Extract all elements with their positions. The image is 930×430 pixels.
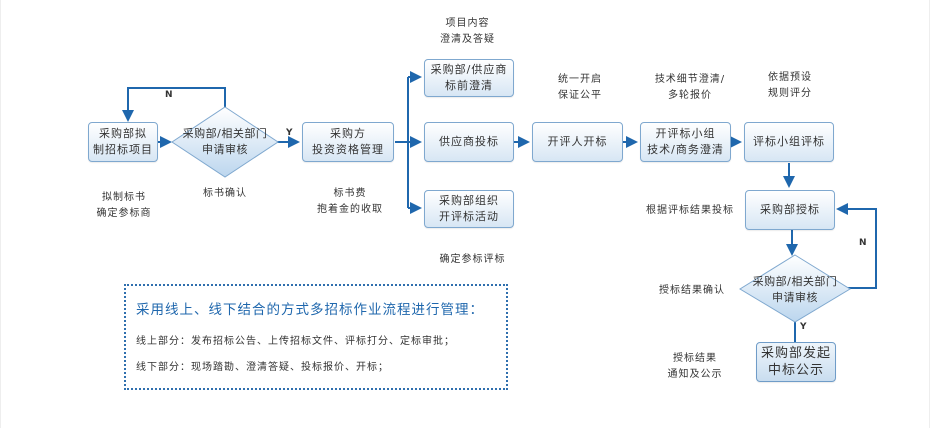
connector-review2-no	[836, 203, 877, 289]
note-box: 采用线上、线下结合的方式多招标作业流程进行管理： 线上部分：发布招标公告、上传招…	[124, 284, 508, 390]
caption-qualify: 标书费抱着金的收取	[317, 188, 383, 215]
step-group-evaluation[interactable]: 评标小组评标	[744, 122, 834, 162]
branch-label-yes: Y	[286, 128, 293, 138]
step-draft-project[interactable]: 采购部拟制招标项目	[88, 122, 158, 162]
caption-review1: 标书确认	[203, 188, 247, 199]
caption-organize: 确定参标评标	[439, 254, 506, 265]
step-label: 开评人开标	[547, 135, 608, 148]
note-online: 线上部分：发布招标公告、上传招标文件、评标打分、定标审批；	[136, 336, 455, 347]
caption-award: 根据评标结果投标	[646, 205, 734, 216]
step-award[interactable]: 采购部授标	[745, 190, 835, 230]
branch-label-yes: Y	[800, 322, 807, 332]
caption-group: 技术细节澄清/多轮报价	[654, 74, 726, 101]
step-organize-evaluation[interactable]: 采购部组织开评标活动	[424, 190, 514, 228]
decision-review2-text: 采购部/相关部门申请审核	[752, 275, 838, 304]
step-qualification-management[interactable]: 采购方投资资格管理	[302, 122, 394, 162]
step-label: 开评标小组	[655, 127, 716, 140]
step-label: 采购部发起	[760, 346, 831, 361]
branch-label-no: N	[859, 238, 867, 248]
decision-diamond-review1	[171, 106, 279, 178]
caption-open: 统一开启保证公平	[558, 74, 602, 101]
note-title: 采用线上、线下结合的方式多招标作业流程进行管理：	[136, 302, 484, 318]
branch-label-no: N	[165, 90, 173, 100]
step-label: 投资资格管理	[312, 143, 384, 156]
step-label: 采购部拟	[99, 127, 147, 140]
step-label: 采购部组织	[439, 194, 499, 207]
caption-clarify: 项目内容澄清及答疑	[440, 18, 495, 45]
step-label: 制招标项目	[93, 143, 153, 156]
step-label: 标前澄清	[445, 79, 493, 92]
step-label: 开评标活动	[439, 210, 499, 223]
connector-review1-no	[122, 87, 226, 122]
caption-evaluate: 依据预设规则评分	[768, 72, 812, 99]
step-label: 供应商投标	[439, 135, 499, 148]
note-offline: 线下部分：现场踏勘、澄清答疑、投标报价、开标；	[136, 362, 389, 373]
step-pre-bid-clarification[interactable]: 采购部/供应商标前澄清	[424, 59, 514, 97]
step-supplier-bid[interactable]: 供应商投标	[424, 122, 514, 162]
caption-review2: 授标结果确认	[659, 285, 725, 296]
step-label: 采购部/供应商	[430, 63, 508, 76]
decision-diamond-review2	[739, 254, 851, 323]
caption-publish: 授标结果通知及公示	[667, 353, 723, 380]
step-publish-award[interactable]: 采购部发起中标公示	[756, 342, 836, 382]
caption-draft: 拟制标书确定参标商	[96, 192, 152, 219]
step-bid-opening[interactable]: 开评人开标	[532, 122, 623, 162]
step-label: 技术/商务澄清	[647, 143, 724, 156]
step-label: 采购部授标	[760, 203, 820, 216]
step-evaluation-group-clarification[interactable]: 开评标小组技术/商务澄清	[640, 122, 731, 162]
step-label: 采购方	[330, 127, 366, 140]
step-label: 中标公示	[767, 363, 824, 378]
step-label: 评标小组评标	[753, 135, 825, 148]
decision-review1-text: 采购部/相关部门申请审核	[182, 127, 268, 156]
